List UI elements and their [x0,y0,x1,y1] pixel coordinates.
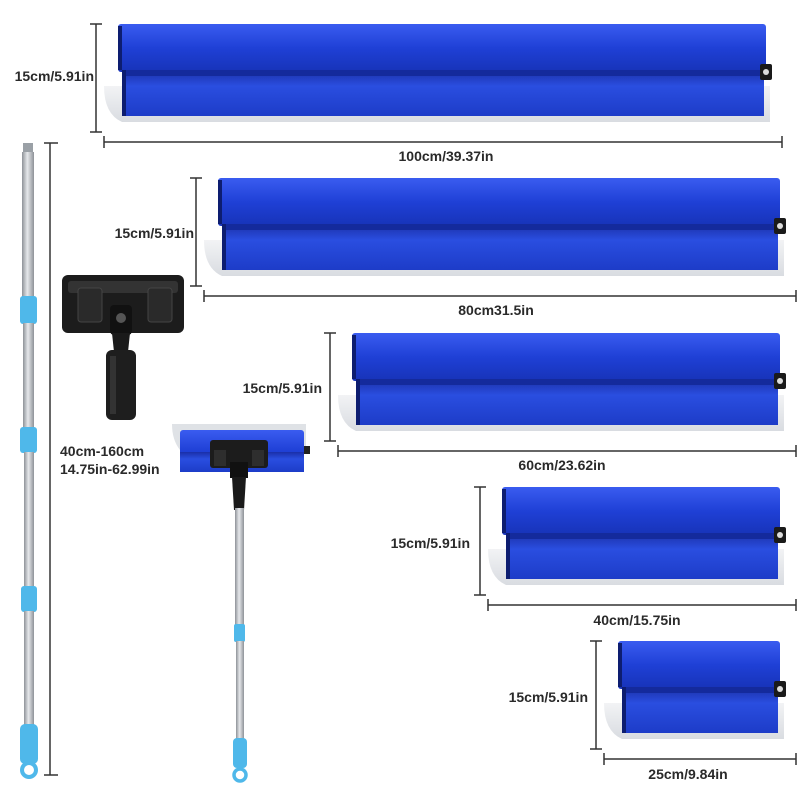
blade-height-label: 15cm/5.91in [114,225,194,241]
pole-dimension-line [44,142,58,776]
width-dimension-line [487,599,797,611]
telescopic-pole-icon [20,143,38,779]
handle-adapter-icon [62,275,184,420]
width-dimension-line [337,445,797,457]
width-dimension-line [603,753,797,765]
width-dimension-line [203,290,797,302]
height-dimension-line [474,486,486,596]
pole-length-label: 40cm-160cm 14.75in-62.99in [60,442,160,478]
blade-height-label: 15cm/5.91in [508,689,588,705]
blade-width-label: 100cm/39.37in [398,148,494,164]
skimming-blade-icon [190,177,797,302]
pole-length-in: 14.75in-62.99in [60,461,160,477]
blade-height-label: 15cm/5.91in [242,380,322,396]
blade-height-label: 15cm/5.91in [14,68,94,84]
skimming-blade-icon [324,332,797,457]
skimming-blade-icon [474,486,797,611]
blade-width-label: 60cm/23.62in [518,457,606,473]
blade-width-label: 25cm/9.84in [648,766,728,782]
pole-length-cm: 40cm-160cm [60,443,145,459]
blade-width-label: 80cm31.5in [458,302,534,318]
width-dimension-line [103,136,783,148]
blade-height-label: 15cm/5.91in [390,535,470,551]
skimming-blade-icon [590,640,797,765]
height-dimension-line [90,23,102,133]
skimming-blade-icon [90,23,783,148]
assembled-tool-icon [172,424,310,783]
blade-width-label: 40cm/15.75in [593,612,681,628]
height-dimension-line [590,640,602,750]
height-dimension-line [324,332,336,442]
height-dimension-line [190,177,202,287]
